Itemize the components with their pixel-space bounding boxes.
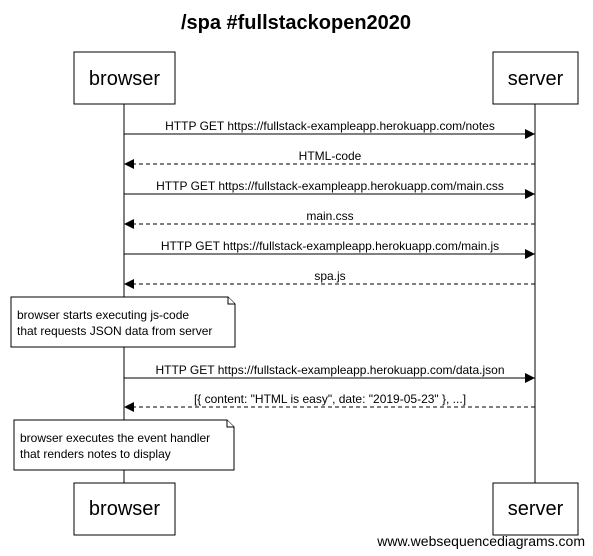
message-json-response: [{ content: "HTML is easy", date: "2019-… <box>124 392 535 412</box>
note-line: that renders notes to display <box>20 447 171 461</box>
participant-browser-label: browser <box>89 498 160 520</box>
note-line: that requests JSON data from server <box>17 324 212 338</box>
message-label: main.css <box>306 209 353 223</box>
participant-browser-top: browser <box>73 51 176 105</box>
message-main-css: main.css <box>124 209 535 229</box>
message-get-main-css: HTTP GET https://fullstack-exampleapp.he… <box>124 179 535 199</box>
message-label: spa.js <box>314 269 345 283</box>
message-label: HTTP GET https://fullstack-exampleapp.he… <box>161 239 499 253</box>
message-label: HTML-code <box>299 149 362 163</box>
message-html-code: HTML-code <box>124 149 535 169</box>
message-label: HTTP GET https://fullstack-exampleapp.he… <box>155 363 504 377</box>
participant-browser-bottom: browser <box>73 482 176 536</box>
message-label: HTTP GET https://fullstack-exampleapp.he… <box>156 179 504 193</box>
participant-server-label: server <box>508 68 564 90</box>
diagram-title: /spa #fullstackopen2020 <box>181 12 411 34</box>
footer-watermark: www.websequencediagrams.com <box>376 533 585 549</box>
note-line: browser starts executing js-code <box>17 308 189 322</box>
message-get-data-json: HTTP GET https://fullstack-exampleapp.he… <box>124 363 535 383</box>
message-get-main-js: HTTP GET https://fullstack-exampleapp.he… <box>124 239 535 259</box>
participant-browser-label: browser <box>89 68 160 90</box>
message-spa-js: spa.js <box>124 269 535 289</box>
note-event-handler: browser executes the event handler that … <box>13 419 235 471</box>
participant-server-label: server <box>508 498 564 520</box>
message-get-notes: HTTP GET https://fullstack-exampleapp.he… <box>124 119 535 139</box>
note-line: browser executes the event handler <box>20 431 210 445</box>
message-label: [{ content: "HTML is easy", date: "2019-… <box>194 392 466 406</box>
message-label: HTTP GET https://fullstack-exampleapp.he… <box>165 119 495 133</box>
note-js-execution: browser starts executing js-code that re… <box>10 296 236 348</box>
participant-server-bottom: server <box>492 482 579 536</box>
participant-server-top: server <box>492 51 579 105</box>
